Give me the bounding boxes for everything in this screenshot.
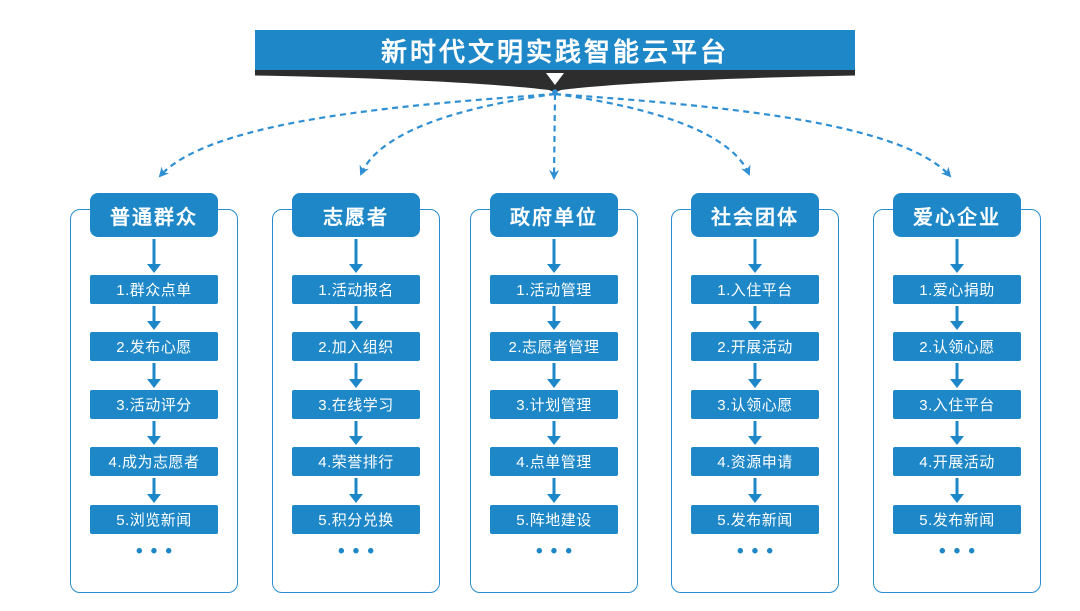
down-arrow-icon	[546, 421, 562, 445]
more-steps-ellipsis: •••	[338, 541, 382, 562]
column-title: 社会团体	[691, 193, 819, 237]
flow-step: 2.开展活动	[691, 332, 819, 361]
dashed-connector-3	[549, 93, 560, 180]
flow-step: 5.阵地建设	[490, 505, 618, 534]
down-arrow-icon	[747, 306, 763, 330]
down-arrow-icon	[747, 239, 763, 273]
flow-step: 4.资源申请	[691, 447, 819, 476]
flow-step: 3.入住平台	[893, 390, 1021, 419]
column-caring-enterprises: 爱心企业 1.爱心捐助 2.认领心愿 3.入住平台 4.开展活动 5.发布新闻 …	[873, 193, 1041, 598]
flow-step: 3.计划管理	[490, 390, 618, 419]
down-arrow-icon	[348, 239, 364, 273]
down-arrow-icon	[949, 421, 965, 445]
dashed-connector-2	[359, 92, 556, 176]
flow-step: 5.发布新闻	[893, 505, 1021, 534]
flow-step: 5.积分兑换	[292, 505, 420, 534]
column-title: 普通群众	[90, 193, 218, 237]
flow-step: 3.活动评分	[90, 390, 218, 419]
column-title: 爱心企业	[893, 193, 1021, 237]
flow-step: 2.认领心愿	[893, 332, 1021, 361]
flow-step: 2.发布心愿	[90, 332, 218, 361]
down-arrow-icon	[546, 363, 562, 388]
column-social-organizations: 社会团体 1.入住平台 2.开展活动 3.认领心愿 4.资源申请 5.发布新闻 …	[671, 193, 839, 598]
more-steps-ellipsis: •••	[737, 541, 781, 562]
down-arrow-icon	[546, 306, 562, 330]
down-arrow-icon	[348, 363, 364, 388]
dashed-connector-5	[554, 92, 952, 178]
down-arrow-icon	[348, 478, 364, 503]
ribbon-down-arrow-icon	[546, 73, 564, 85]
flow-step: 2.加入组织	[292, 332, 420, 361]
down-arrow-icon	[348, 306, 364, 330]
column-volunteers: 志愿者 1.活动报名 2.加入组织 3.在线学习 4.荣誉排行 5.积分兑换 •…	[272, 193, 440, 598]
column-title: 政府单位	[490, 193, 618, 237]
connector-layer	[158, 70, 952, 180]
flow-step: 5.浏览新闻	[90, 505, 218, 534]
page-title: 新时代文明实践智能云平台	[380, 37, 729, 67]
flow-step: 1.群众点单	[90, 275, 218, 304]
column-government-units: 政府单位 1.活动管理 2.志愿者管理 3.计划管理 4.点单管理 5.阵地建设…	[470, 193, 638, 598]
flow-step: 5.发布新闻	[691, 505, 819, 534]
more-steps-ellipsis: •••	[536, 541, 580, 562]
down-arrow-icon	[146, 363, 162, 388]
down-arrow-icon	[747, 421, 763, 445]
down-arrow-icon	[949, 306, 965, 330]
flow-step: 4.点单管理	[490, 447, 618, 476]
more-steps-ellipsis: •••	[939, 541, 983, 562]
platform-title-banner: 新时代文明实践智能云平台	[255, 30, 855, 71]
down-arrow-icon	[949, 478, 965, 503]
flow-step: 2.志愿者管理	[490, 332, 618, 361]
more-steps-ellipsis: •••	[136, 541, 180, 562]
flow-step: 3.认领心愿	[691, 390, 819, 419]
column-general-public: 普通群众 1.群众点单 2.发布心愿 3.活动评分 4.成为志愿者 5.浏览新闻…	[70, 193, 238, 598]
flow-step: 1.入住平台	[691, 275, 819, 304]
down-arrow-icon	[348, 421, 364, 445]
down-arrow-icon	[546, 239, 562, 273]
flow-step: 4.荣誉排行	[292, 447, 420, 476]
down-arrow-icon	[747, 478, 763, 503]
flow-step: 1.活动报名	[292, 275, 420, 304]
flow-step: 4.开展活动	[893, 447, 1021, 476]
flow-step: 4.成为志愿者	[90, 447, 218, 476]
down-arrow-icon	[146, 421, 162, 445]
dashed-connector-1	[158, 92, 556, 178]
down-arrow-icon	[146, 306, 162, 330]
flow-step: 1.活动管理	[490, 275, 618, 304]
down-arrow-icon	[949, 239, 965, 273]
flow-step: 1.爱心捐助	[893, 275, 1021, 304]
down-arrow-icon	[146, 478, 162, 503]
dashed-connector-4	[554, 92, 751, 176]
down-arrow-icon	[546, 478, 562, 503]
column-title: 志愿者	[292, 193, 420, 237]
flow-step: 3.在线学习	[292, 390, 420, 419]
down-arrow-icon	[146, 239, 162, 273]
down-arrow-icon	[747, 363, 763, 388]
down-arrow-icon	[949, 363, 965, 388]
